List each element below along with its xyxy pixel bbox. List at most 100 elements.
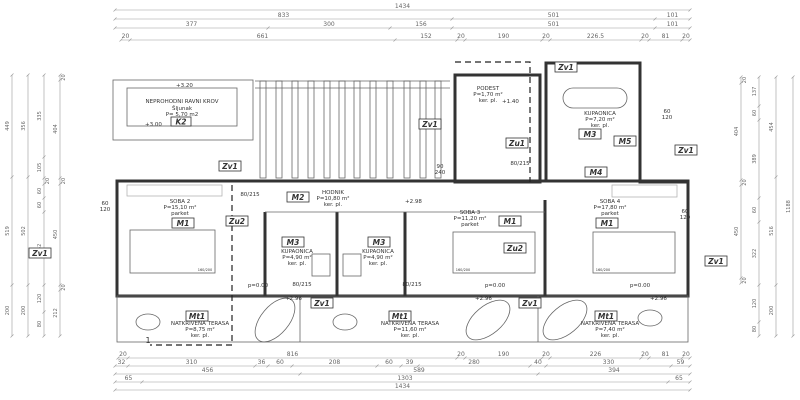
dimension-label: 20 (122, 33, 130, 40)
door-size: 80/215 (292, 282, 312, 288)
dimension-label: 1434 (395, 3, 410, 10)
dimension-label: 661 (257, 33, 269, 40)
dimension-label: 501 (548, 12, 560, 19)
dimension-tick (455, 38, 459, 42)
dimension-tick (791, 334, 795, 338)
room-area: P=11,20 m² (454, 215, 487, 222)
dimension-tick (757, 320, 761, 324)
room-floor: ker. pl. (369, 261, 388, 267)
stair-slat (353, 80, 361, 179)
tag-m3: M3 (373, 238, 386, 247)
room-area: P=10,80 m² (317, 195, 350, 202)
section-line: 1 (145, 61, 531, 346)
wardrobe (126, 184, 223, 197)
dimension-tick (113, 364, 117, 368)
dimension-label: 152 (420, 33, 432, 40)
dimension-tick (253, 364, 257, 368)
window-size: 90 (437, 164, 444, 170)
dimension-label: 101 (667, 21, 679, 28)
dimension-tick (113, 26, 117, 30)
dimension-label: 60 (752, 207, 758, 213)
room-name: NATKRIVENA TERASA (171, 321, 230, 327)
dimension-tick (680, 38, 684, 42)
room-name: HODNIK (322, 190, 344, 196)
dimension-tick (548, 356, 552, 360)
stair-slat (369, 80, 377, 179)
dimension-tick (266, 364, 270, 368)
dimension-label: 65 (675, 375, 683, 382)
stair-slat (259, 80, 267, 179)
dimension-label: 501 (548, 21, 560, 28)
dimension-tick (450, 26, 454, 30)
dimension-tick (774, 283, 778, 287)
roof-outline (112, 79, 254, 141)
dimension-tick (791, 75, 795, 79)
tag-zu1: Zu1 (508, 139, 525, 148)
dimension-label: 226.5 (587, 33, 604, 40)
room-area: P=7,20 m² (585, 116, 614, 123)
stair-slat (338, 80, 346, 179)
dimension-label: 190 (498, 351, 510, 358)
room-floor: ker. pl. (288, 261, 307, 267)
dimension-label: 394 (608, 367, 620, 374)
dimension-tick (10, 283, 14, 287)
level-marker: +2.96 (650, 296, 667, 302)
level-marker: +3.00 (145, 122, 162, 128)
tag-k2-label: K2 (175, 118, 186, 127)
tag-m3: M3 (287, 238, 300, 247)
dimension-label: 389 (752, 154, 758, 164)
window-size: 240 (435, 170, 446, 176)
bed-size: 160/200 (198, 268, 213, 272)
dimension-label: 40 (534, 359, 542, 366)
dimension-label: 39 (406, 359, 414, 366)
stair-slat (275, 80, 283, 179)
dimension-label: 212 (53, 308, 59, 318)
tag-m1: M1 (177, 219, 190, 228)
sill-height: p=0.00 (485, 283, 506, 289)
room-area: P=8,75 m² (185, 326, 214, 333)
room-name: NATKRIVENA TERASA (381, 321, 440, 327)
roof-title: NEPROHODNI RAVNI KROV (146, 99, 219, 105)
level-marker: +2.96 (285, 296, 302, 302)
room-floor: ker. pl. (324, 202, 343, 208)
dimension-tick (639, 38, 643, 42)
stair-slat (434, 80, 442, 179)
tag-zv1: Zv1 (707, 257, 724, 266)
dimension-label: 80 (37, 321, 43, 327)
tag-k2 (170, 116, 192, 127)
tag-zv1: Zv1 (557, 63, 574, 72)
dimension-tick (113, 8, 117, 12)
dimension-tick (774, 75, 778, 79)
dimension-tick (688, 364, 692, 368)
level-marker: +1.40 (502, 99, 519, 105)
dimension-tick (42, 73, 46, 77)
bed-size: 160/200 (596, 268, 611, 272)
dimension-label: 280 (468, 359, 480, 366)
dimension-tick (688, 380, 692, 384)
tag-zu2: Zu2 (228, 217, 245, 226)
dimension-label: 516 (769, 226, 775, 236)
dimension-tick (42, 196, 46, 200)
dimension-tick (757, 196, 761, 200)
dimension-tick (688, 26, 692, 30)
tag-mt1: Mt1 (189, 312, 205, 321)
bed (129, 229, 216, 274)
dimension-tick (680, 356, 684, 360)
dimension-tick (26, 283, 30, 287)
dimension-label: 156 (415, 21, 427, 28)
tag-m5: M5 (619, 137, 632, 146)
dimension-tick (399, 364, 403, 368)
room-floor: parket (601, 211, 619, 217)
tag-zv1-box (310, 297, 334, 309)
tag-zv1-box (28, 247, 52, 259)
dimension-label: 81 (662, 33, 670, 40)
dimension-label: 120 (37, 294, 43, 304)
dimension-tick (463, 356, 467, 360)
tag-zv1-box (518, 297, 542, 309)
bathroom-wall (544, 61, 688, 184)
room-name: PODEST (477, 86, 500, 92)
dimension-label: 20 (742, 179, 748, 185)
dimension-tick (739, 81, 743, 85)
dimension-tick (119, 38, 123, 42)
roof-area: P= 5,70 m2 (166, 112, 199, 118)
